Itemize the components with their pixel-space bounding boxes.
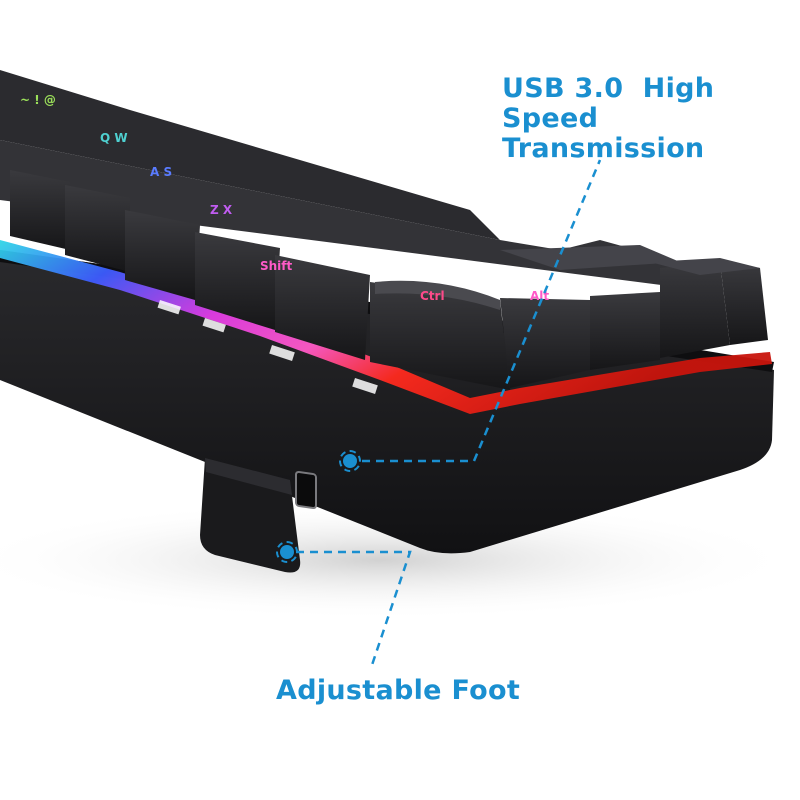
svg-text:A S: A S (150, 165, 172, 179)
foot-callout-line (296, 550, 412, 666)
usb-callout-line (362, 159, 602, 463)
usb-callout-line-1: USB 3.0 High (502, 73, 715, 104)
usb-port (295, 470, 317, 510)
usb-marker-ring (339, 450, 361, 472)
foot-callout-label: Adjustable Foot (276, 675, 521, 706)
foot-marker-ring (276, 541, 298, 563)
svg-text:~ ! @: ~ ! @ (20, 93, 56, 107)
keycaps (0, 70, 768, 390)
foot-marker-dot (280, 545, 294, 559)
svg-text:Q W: Q W (100, 131, 128, 145)
callout-lines (296, 159, 602, 666)
svg-text:Z X: Z X (210, 203, 233, 217)
usb-marker-dot (343, 454, 357, 468)
svg-text:Ctrl: Ctrl (420, 289, 445, 303)
svg-text:Shift: Shift (260, 259, 293, 273)
usb-callout-line-2: Speed Transmission (502, 103, 705, 165)
foot-callout-line-1: Adjustable Foot (276, 675, 521, 706)
adjustable-foot (200, 458, 301, 573)
usb-callout-label: USB 3.0 High Speed Transmission (502, 73, 800, 165)
